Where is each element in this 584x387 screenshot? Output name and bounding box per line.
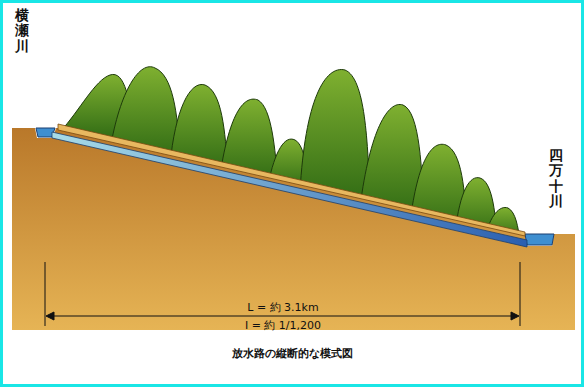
discharge-tunnel (52, 132, 527, 247)
river-name: 四万十川 (549, 148, 563, 210)
length-dimension: L = 約 3.1km (247, 300, 318, 315)
surface-layer (58, 124, 525, 236)
river-water (525, 234, 554, 245)
gradient-dimension: I = 約 1/1,200 (245, 318, 321, 333)
ground (12, 128, 575, 330)
caption: 放水路の縦断的な模式図 (232, 346, 353, 361)
dimension-line (45, 262, 520, 326)
river-name: 横瀬川 (15, 8, 29, 54)
